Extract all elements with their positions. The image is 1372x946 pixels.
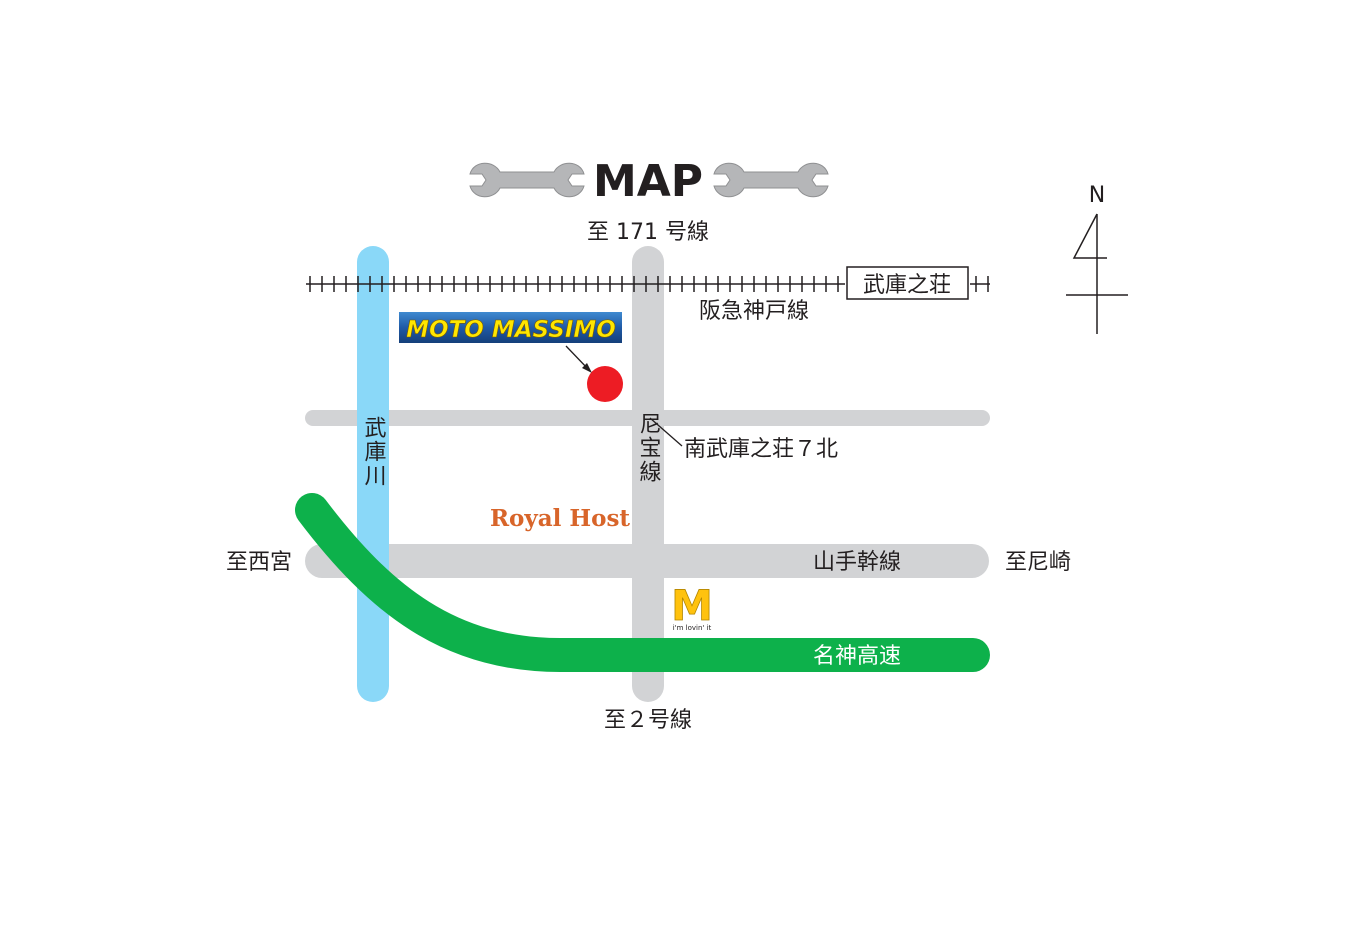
label-amahou-line: 尼宝線: [636, 412, 662, 484]
hankyu-railway: [306, 276, 990, 292]
shop-banner: MOTO MASSIMO: [399, 312, 622, 343]
label-to-route2: 至２号線: [604, 708, 692, 733]
wrench-icon: [469, 162, 585, 198]
station-box: [846, 266, 969, 300]
royal-host-logo: Royal Host: [490, 505, 630, 532]
label-yamate-line: 山手幹線: [813, 550, 901, 575]
shop-banner-text: MOTO MASSIMO: [406, 317, 616, 343]
map-title: MAP: [593, 156, 703, 207]
meishin-expressway: [295, 493, 990, 672]
label-river: 武庫川: [361, 416, 387, 488]
shop-location-marker[interactable]: [587, 366, 623, 402]
wrench-icon: [713, 162, 829, 198]
mcdonalds-m: M: [671, 581, 713, 630]
north-arrow-icon: [1066, 213, 1128, 334]
label-to-nishinomiya: 至西宮: [226, 550, 292, 575]
label-intersection: 南武庫之荘７北: [684, 437, 838, 462]
label-to-route171: 至 171 号線: [587, 220, 709, 245]
label-meishin: 名神高速: [813, 644, 901, 669]
intersection-leader-line: [649, 417, 683, 447]
shop-arrow-icon: [565, 345, 592, 373]
north-label: N: [1089, 183, 1105, 208]
label-to-amagasaki: 至尼崎: [1005, 550, 1071, 575]
station-label: 武庫之荘: [863, 273, 951, 298]
label-railway: 阪急神戸線: [699, 299, 809, 324]
mcdonalds-slogan: i'm lovin' it: [673, 624, 712, 632]
mcdonalds-logo: M i'm lovin' it: [671, 581, 714, 632]
